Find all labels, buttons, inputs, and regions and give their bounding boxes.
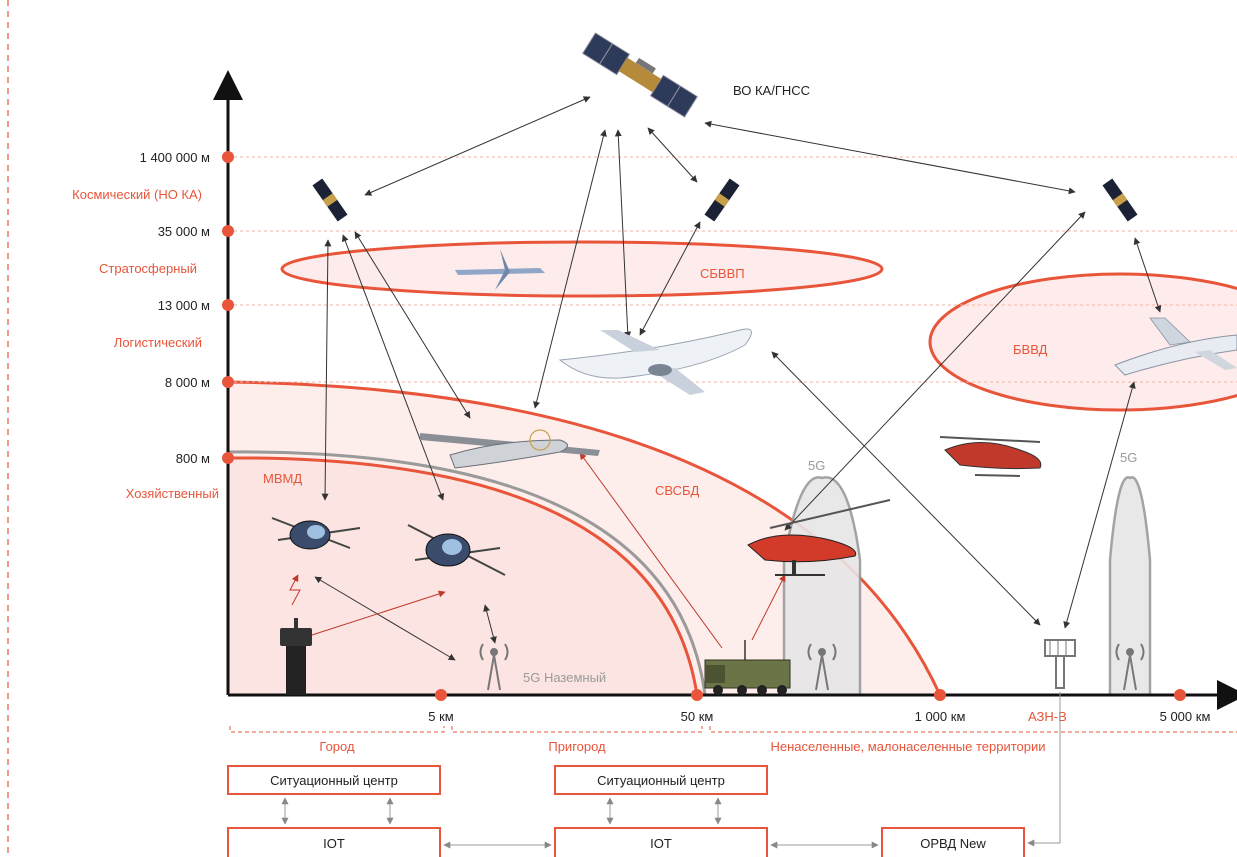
five-g-ground-label: 5G Наземный — [523, 670, 606, 685]
orvd-box: ОРВД New — [881, 827, 1025, 857]
radio-links — [289, 452, 786, 649]
five-g-tower-icon-right-cone — [1115, 643, 1145, 691]
svg-text:Ситуационный центр: Ситуационный центр — [270, 773, 398, 788]
satellite-icon-left — [312, 178, 348, 222]
layer-label-economic: Хозяйственный — [126, 486, 219, 501]
helicopter-icon-remote — [939, 436, 1042, 477]
satellite-icon-right — [1102, 178, 1138, 222]
ground-vehicle-icon — [704, 640, 791, 695]
svg-text:ОРВД New: ОРВД New — [920, 836, 986, 851]
five-g-label-right: 5G — [1120, 450, 1137, 465]
satellite-icon-mid — [704, 178, 740, 222]
altitude-tick-label: 35 000 м — [158, 224, 210, 239]
region-suburb: Пригород — [548, 739, 606, 754]
iot-box-2: IOT — [554, 827, 768, 857]
zone-label-mvmd: МВМД — [263, 471, 302, 486]
altitude-tick-label: 800 м — [176, 451, 210, 466]
distance-tick-label: 1 000 км — [915, 709, 966, 724]
layer-label-stratosphere: Стратосферный — [99, 261, 197, 276]
zone-sbvvp — [280, 240, 884, 298]
control-tower-icon — [280, 618, 312, 695]
airliner-icon — [558, 328, 752, 395]
medium-drone-icon — [420, 429, 600, 469]
comm-links — [314, 96, 1162, 661]
box-connectors — [281, 797, 879, 849]
iot-box-1: IOT — [227, 827, 441, 857]
altitude-tick-label: 1 400 000 м — [140, 150, 210, 165]
five-g-tower-icon-ground — [479, 643, 509, 691]
city-drone-icon-1 — [271, 517, 361, 550]
zone-label-svsbd: СВСБД — [655, 483, 700, 498]
adsb-label: АЗН-В — [1028, 709, 1067, 724]
main-satellite-icon — [582, 32, 698, 118]
distance-tick-label: 5 000 км — [1160, 709, 1211, 724]
distance-tick-label: 50 км — [681, 709, 714, 724]
svg-text:IOT: IOT — [650, 836, 672, 851]
five-g-cone-right — [1108, 476, 1152, 697]
five-g-tower-icon-left-cone — [807, 643, 837, 691]
svg-text:Ситуационный центр: Ситуационный центр — [597, 773, 725, 788]
zone-mvmd-border — [227, 456, 699, 696]
city-drone-icon-2 — [407, 524, 506, 576]
situation-center-box-2: Ситуационный центр — [554, 765, 768, 795]
zone-label-sbvvp: СБВВП — [700, 266, 745, 281]
region-city: Город — [319, 739, 355, 754]
altitude-tick-label: 8 000 м — [165, 375, 210, 390]
region-brackets — [229, 726, 1237, 733]
helicopter-icon-suburb — [747, 499, 891, 576]
layer-label-space: Космический (НО КА) — [72, 187, 202, 202]
altitude-tick-label: 13 000 м — [158, 298, 210, 313]
distance-tick-label: 5 км — [428, 709, 454, 724]
svg-text:IOT: IOT — [323, 836, 345, 851]
satellite-label: ВО КА/ГНСС — [733, 83, 810, 98]
zone-label-bvvd: БВВД — [1013, 342, 1048, 357]
long-range-uav-icon — [1114, 317, 1237, 376]
region-remote: Ненаселенные, малонаселенные территории — [770, 739, 1045, 754]
adsb-to-orvd-connector — [1027, 692, 1061, 847]
axis-dots — [222, 151, 1186, 701]
adsb-antenna-icon — [1044, 639, 1076, 689]
five-g-label-left: 5G — [808, 458, 825, 473]
layer-label-logistic: Логистический — [114, 335, 202, 350]
stratospheric-glider-icon — [455, 249, 545, 290]
situation-center-box-1: Ситуационный центр — [227, 765, 441, 795]
